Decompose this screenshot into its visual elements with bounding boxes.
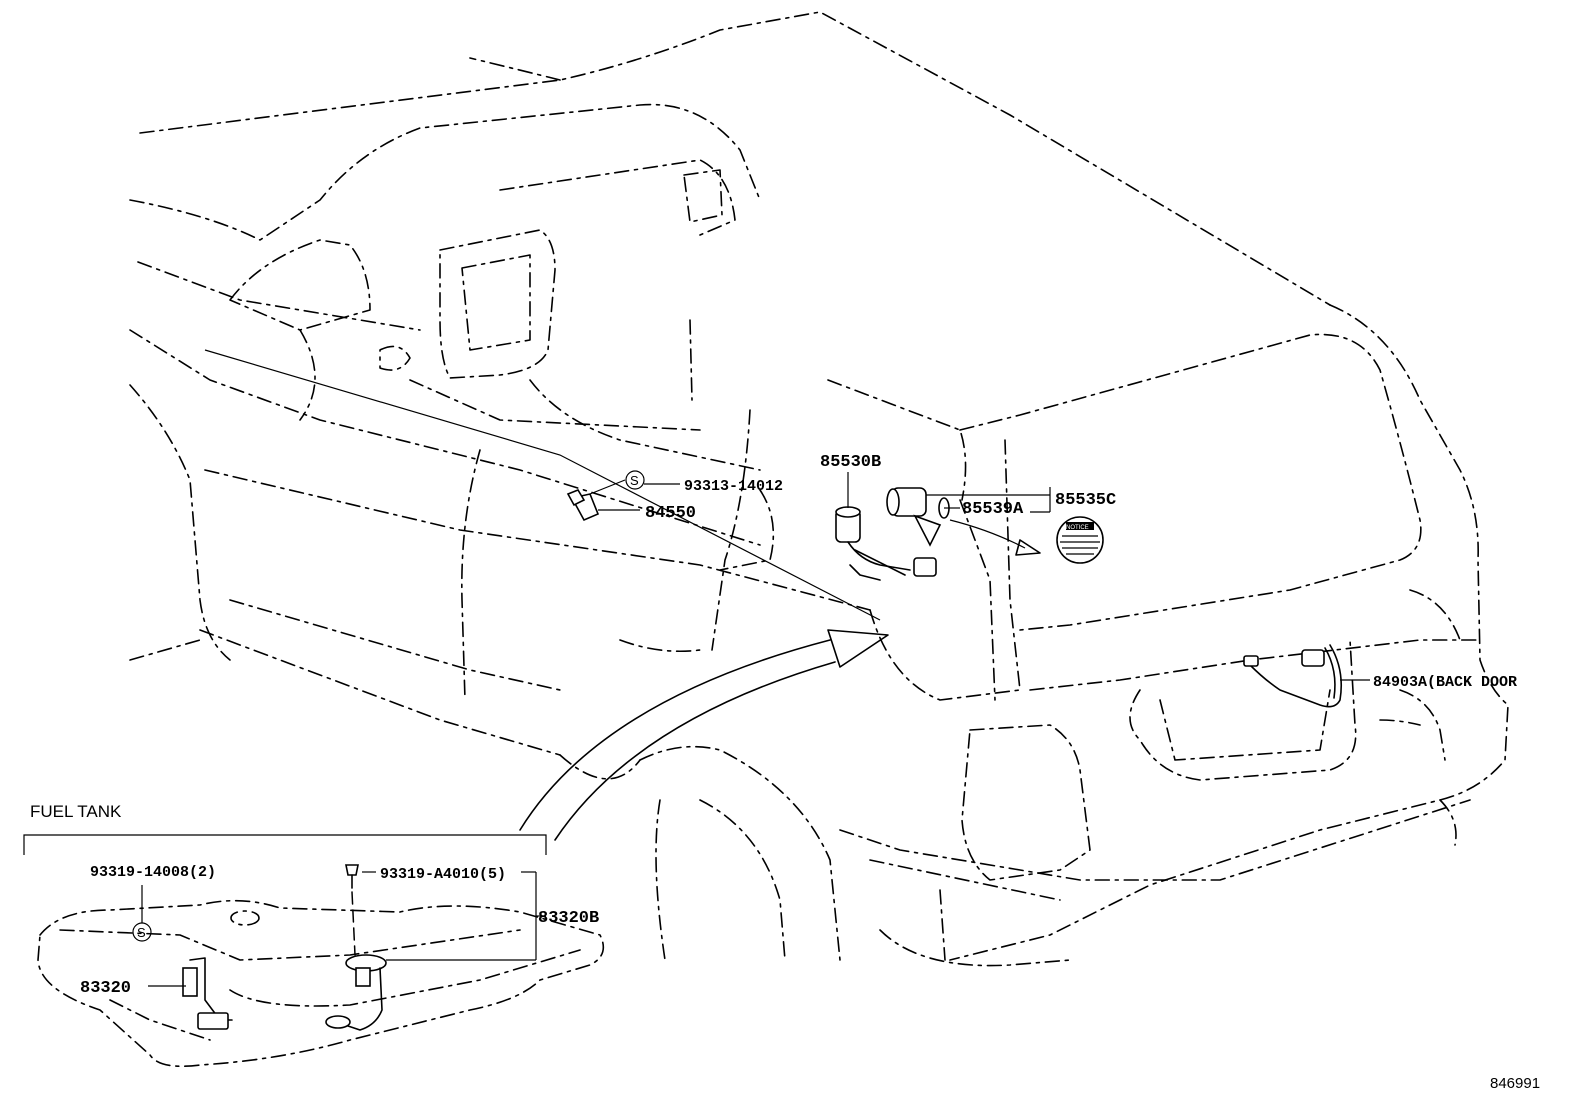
notice-label-text: NOTICE bbox=[1066, 525, 1089, 531]
part-85530B bbox=[835, 472, 937, 581]
fuel-tank-inset bbox=[23, 834, 605, 1068]
label-85539A: 85539A bbox=[962, 500, 1024, 519]
part-84903A bbox=[1243, 644, 1370, 708]
figure-number: 846991 bbox=[1490, 1075, 1540, 1092]
vehicle-outline bbox=[129, 11, 1509, 967]
label-85530B: 85530B bbox=[820, 453, 881, 472]
label-84550: 84550 bbox=[645, 504, 696, 523]
label-85535C: 85535C bbox=[1055, 491, 1116, 510]
service-mark-symbol-tank: S bbox=[137, 925, 146, 940]
label-83320: 83320 bbox=[80, 979, 131, 998]
label-84903A: 84903A(BACK DOOR bbox=[1373, 674, 1517, 691]
location-arrow bbox=[204, 349, 889, 841]
label-93319-14008: 93319-14008(2) bbox=[90, 864, 216, 881]
leader-lines bbox=[644, 483, 960, 509]
part-84550 bbox=[566, 470, 645, 522]
label-83320B: 83320B bbox=[538, 909, 599, 928]
notice-label-icon bbox=[1056, 516, 1104, 564]
service-mark-symbol: S bbox=[630, 473, 639, 488]
section-caption-fuel-tank: FUEL TANK bbox=[30, 802, 122, 821]
label-93319-A4010: 93319-A4010(5) bbox=[380, 866, 506, 883]
part-85535C bbox=[886, 487, 1051, 556]
label-93313-14012: 93313-14012 bbox=[684, 478, 783, 495]
